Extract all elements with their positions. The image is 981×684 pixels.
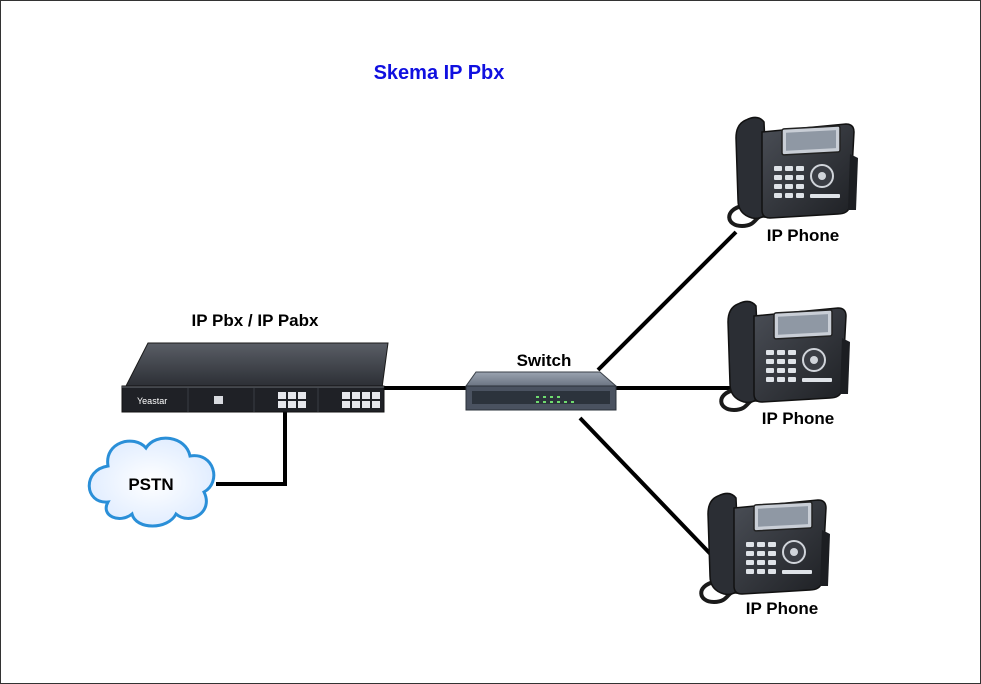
diagram-title: Skema IP Pbx [374,62,505,84]
phone-label-3: IP Phone [746,599,818,618]
edge-switch-phone-1 [596,230,738,372]
edge-switch-phone-3 [578,416,724,568]
ip-phone-icon [719,299,852,412]
phone-label-1: IP Phone [767,226,839,245]
pbx-rack-icon: Yeastar [121,342,389,413]
pbx-label: IP Pbx / IP Pabx [192,311,319,330]
switch-label: Switch [517,351,572,370]
edge-pbx-pstn [216,404,287,486]
pbx-brand: Yeastar [137,396,167,406]
cloud-icon [87,436,216,528]
phone-label-2: IP Phone [762,409,834,428]
pstn-label: PSTN [128,475,173,494]
ip-phone-icon [727,115,860,228]
ip-phone-icon [699,491,832,604]
connections [216,230,744,568]
network-switch-icon [465,371,618,411]
